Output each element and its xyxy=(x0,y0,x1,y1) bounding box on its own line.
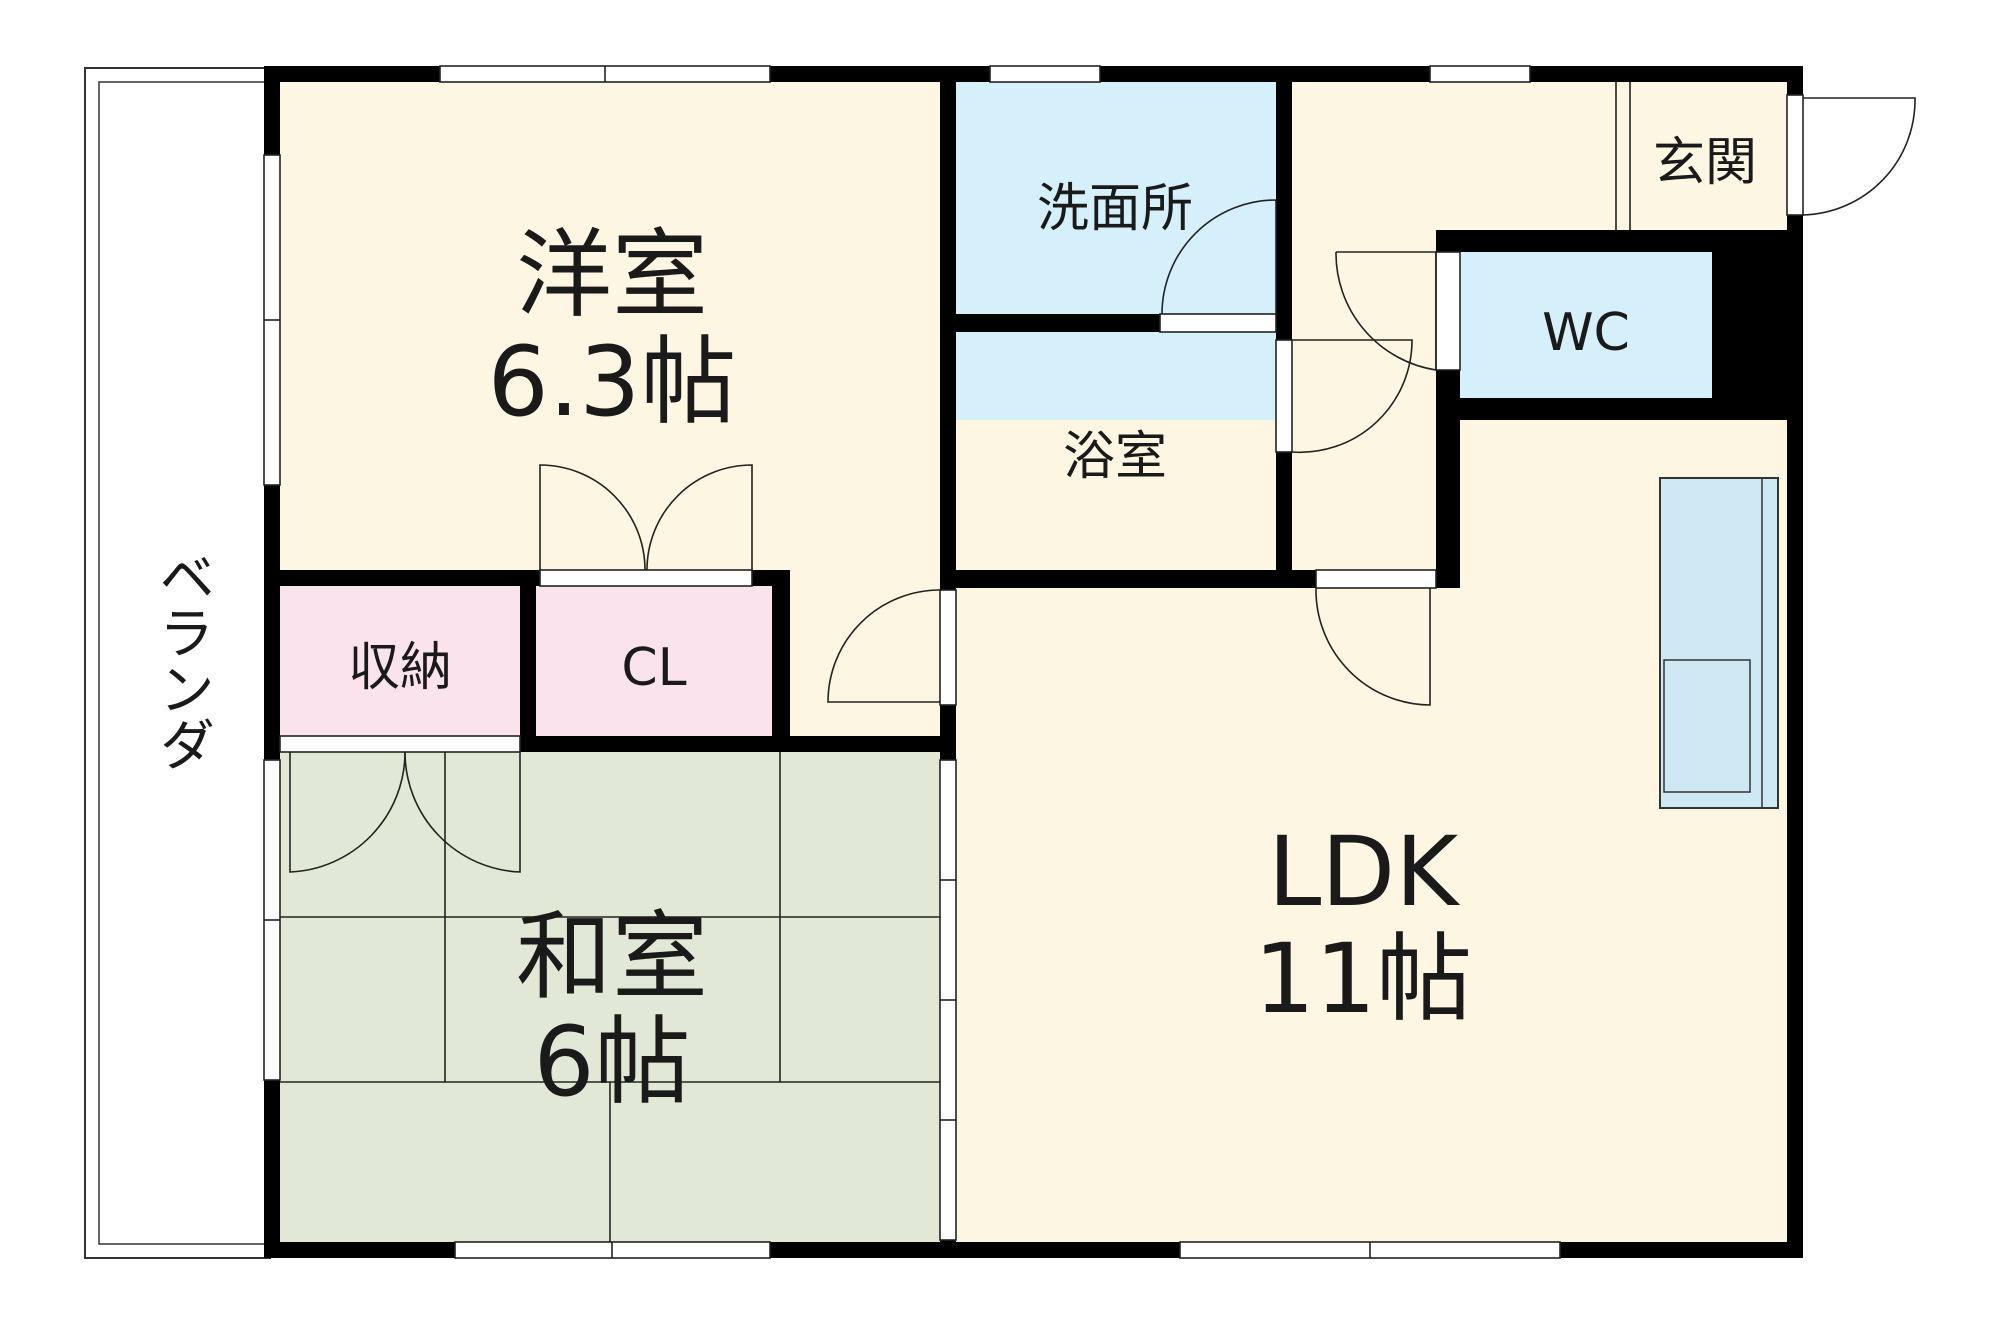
kitchen-counter xyxy=(1659,477,1779,809)
closet-floor xyxy=(536,586,772,736)
entrance-name: 玄関 xyxy=(1653,133,1757,193)
entrance-floor xyxy=(1612,82,1787,230)
ldk-size: 11帖 xyxy=(1254,923,1472,1035)
storage-floor xyxy=(280,586,520,736)
washroom-name: 洗面所 xyxy=(1037,179,1193,239)
storage-name: 収納 xyxy=(348,638,452,698)
closet-area-floor xyxy=(790,570,940,740)
western-room-name: 洋室 xyxy=(516,219,708,331)
western-room-size: 6.3帖 xyxy=(488,326,737,438)
tatami-lines xyxy=(280,752,940,1242)
washroom-floor xyxy=(956,82,1276,314)
windows xyxy=(263,65,1561,1259)
closet-name: CL xyxy=(621,638,686,698)
veranda xyxy=(84,67,271,1259)
western-room-floor xyxy=(280,82,940,570)
ldk-floor xyxy=(956,420,1787,1242)
toilet-name: WC xyxy=(1542,303,1630,363)
floors xyxy=(280,82,1787,1242)
japanese-room-name: 和室 xyxy=(516,901,708,1013)
veranda-name: ベランダ xyxy=(150,548,215,772)
doors xyxy=(279,82,1916,873)
japanese-room-size: 6帖 xyxy=(533,1006,690,1118)
ldk-name: LDK xyxy=(1268,816,1460,928)
bathroom-name: 浴室 xyxy=(1063,427,1167,487)
toilet-floor xyxy=(1460,252,1712,398)
